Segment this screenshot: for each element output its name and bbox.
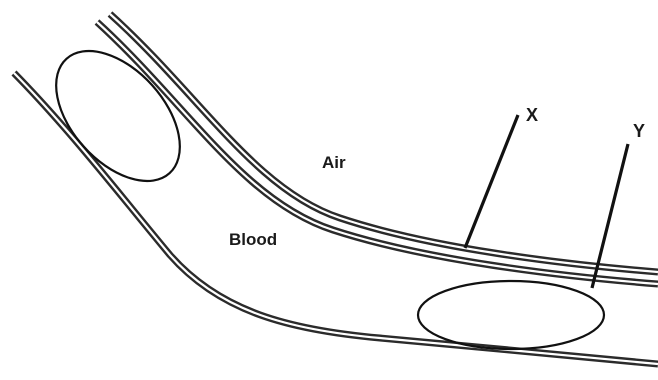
upper-membrane-1 — [110, 14, 658, 272]
label-blood: Blood — [229, 230, 277, 249]
upper-wall — [97, 14, 658, 284]
blood-cell-lower — [418, 281, 604, 349]
label-air: Air — [322, 153, 346, 172]
label-x: X — [526, 105, 538, 125]
upper-membrane-2 — [97, 22, 658, 284]
label-y: Y — [633, 121, 645, 141]
pointer-x — [465, 115, 518, 248]
